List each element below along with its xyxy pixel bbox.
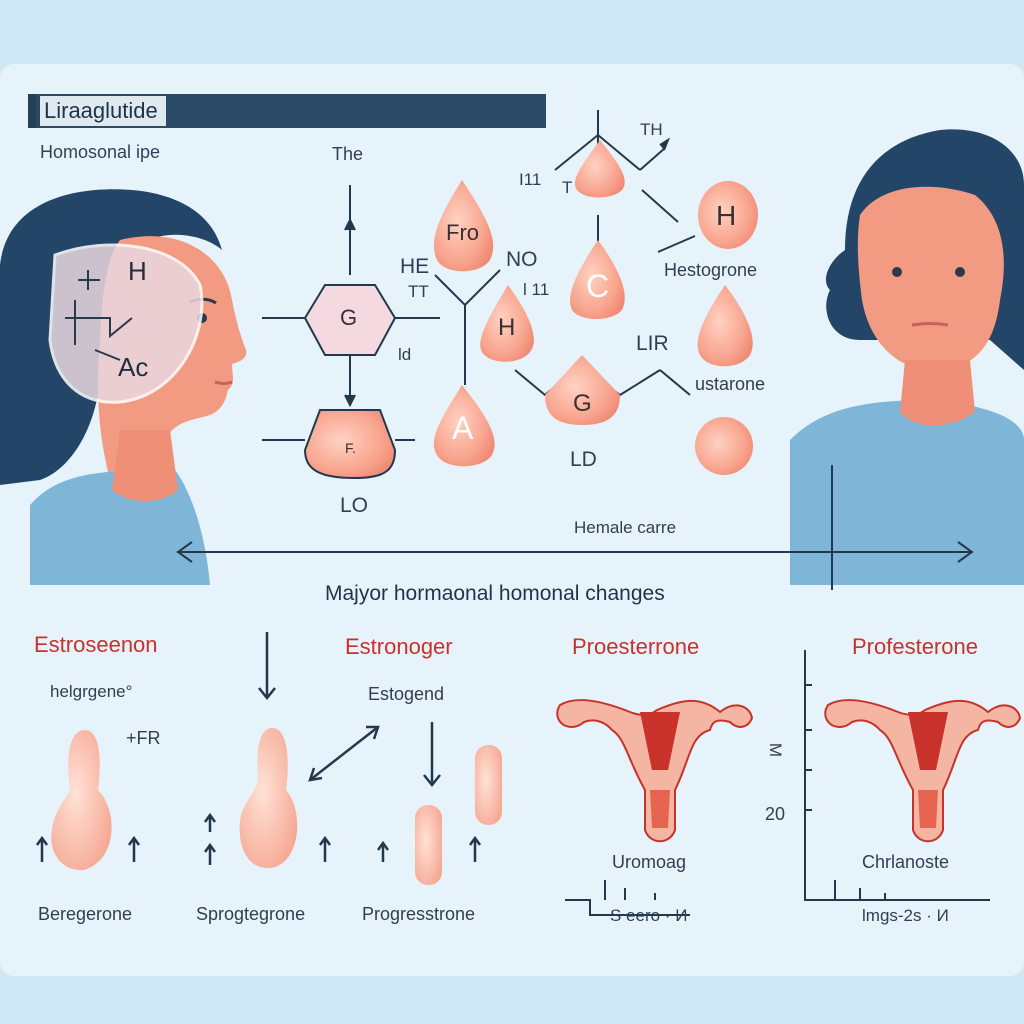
top-drop-shape bbox=[574, 140, 625, 198]
left-woman-brain-diagram bbox=[65, 270, 133, 361]
label-g-hex: G bbox=[340, 305, 358, 330]
beregerone-shape bbox=[51, 730, 112, 871]
column-4-axis-label: lmgs-2s · И bbox=[862, 906, 949, 925]
right-woman-face bbox=[857, 186, 1004, 372]
c-drop-shape bbox=[570, 240, 625, 319]
label-face-ac: Ac bbox=[118, 352, 149, 382]
label-he-left: HE bbox=[400, 255, 430, 278]
progesterone-bottom-label: Progresstrone bbox=[362, 904, 476, 924]
column-1-title: Estroseenon bbox=[34, 632, 158, 657]
mini-chart-axes bbox=[565, 650, 990, 916]
label-ld: LD bbox=[570, 448, 597, 471]
label-h-pair: l 11 bbox=[523, 280, 550, 299]
right-woman-eye-left bbox=[892, 267, 902, 277]
label-th: TH bbox=[640, 120, 663, 139]
progesterone-capsule-small bbox=[415, 805, 442, 885]
subtitle: Homosonal ipe bbox=[40, 142, 161, 162]
label-f-small: F. bbox=[345, 440, 356, 456]
label-t-small: T bbox=[562, 178, 573, 197]
label-h-right: H bbox=[716, 200, 737, 231]
column-1-bottom: Beregerone bbox=[38, 904, 133, 924]
column-2-sub: Estogend bbox=[368, 684, 445, 704]
fro-drop-shape bbox=[433, 180, 494, 272]
bottom-arrows bbox=[35, 632, 482, 865]
right-woman-eye-right bbox=[955, 267, 965, 277]
section-heading: Majyor hormaonal homonal changes bbox=[325, 582, 665, 605]
progesterone-capsule-tall bbox=[475, 745, 502, 825]
sprogtegrone-shape bbox=[239, 728, 298, 869]
label-c-drop: C bbox=[586, 268, 610, 304]
g-hexagon-shape bbox=[303, 284, 397, 356]
label-ld-small: ld bbox=[398, 345, 412, 364]
label-ustarone: ustarone bbox=[695, 374, 766, 394]
right-drop-shape bbox=[697, 285, 753, 367]
h-drop-shape bbox=[480, 285, 534, 362]
left-woman-neck bbox=[112, 430, 178, 502]
column-3-axis-label: S eero · И bbox=[610, 906, 688, 925]
pathway-lines bbox=[262, 110, 696, 441]
column-2-bottom: Sprogtegrone bbox=[196, 904, 306, 924]
column-2-title: Estronoger bbox=[345, 634, 453, 659]
round-hormone-shape bbox=[695, 417, 753, 475]
column-1-extra: +FR bbox=[126, 728, 161, 748]
left-woman-illustration bbox=[0, 189, 247, 585]
label-the: The bbox=[332, 144, 364, 164]
column-4-axis-number: 20 bbox=[765, 804, 786, 824]
column-3-caption: Uromoag bbox=[612, 852, 687, 872]
column-1-sub: helgrgene° bbox=[50, 682, 133, 701]
label-a-drop: A bbox=[452, 410, 474, 446]
label-no: NO bbox=[506, 248, 538, 271]
a-drop-shape bbox=[433, 385, 495, 467]
uterus-illustration-1 bbox=[556, 699, 754, 843]
label-it-left: I11 bbox=[519, 170, 542, 189]
uterus-illustration-2 bbox=[824, 699, 1022, 843]
column-4-title: Profesterone bbox=[852, 634, 978, 659]
label-tt-left: TT bbox=[408, 282, 429, 301]
page-title: Liraaglutide bbox=[40, 96, 166, 126]
label-g-center: G bbox=[573, 390, 592, 417]
h-right-shape bbox=[698, 181, 758, 249]
label-hestogrone: Hestogrone bbox=[664, 260, 758, 280]
column-4-caption: Chrlanoste bbox=[862, 852, 950, 872]
column-3-title: Proesterrone bbox=[572, 634, 700, 659]
label-face-h: H bbox=[128, 256, 147, 286]
left-woman-mouth bbox=[214, 380, 233, 385]
label-lo: LO bbox=[340, 494, 369, 517]
right-woman-illustration bbox=[790, 129, 1024, 590]
label-h-drop: H bbox=[498, 314, 516, 341]
right-woman-mouth bbox=[911, 322, 949, 327]
label-fro: Fro bbox=[446, 220, 479, 245]
label-lir: LIR bbox=[636, 332, 669, 355]
lo-hormone-shape bbox=[303, 409, 397, 480]
right-woman-shirt bbox=[790, 400, 1024, 585]
female-care-arrow bbox=[176, 541, 974, 563]
label-female-care: Hemale carre bbox=[574, 518, 677, 537]
left-woman-shoulder bbox=[30, 470, 210, 585]
right-woman-neck bbox=[900, 360, 975, 426]
column-4-axis-tick: Μ bbox=[766, 742, 786, 758]
g-center-shape bbox=[545, 355, 620, 425]
